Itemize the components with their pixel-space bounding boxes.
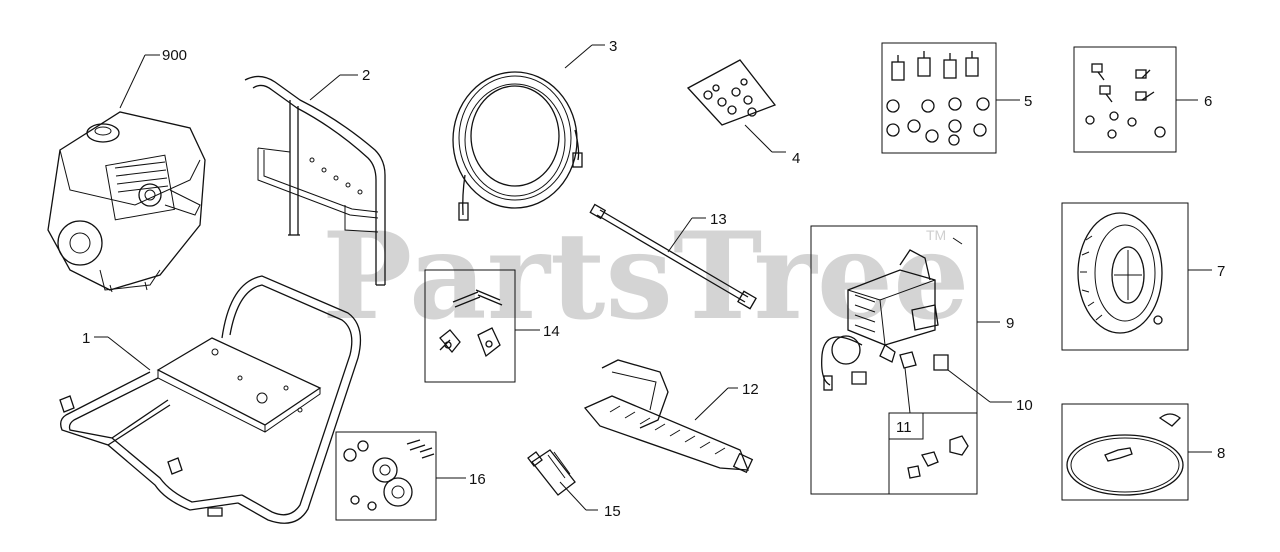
box-14 xyxy=(424,269,516,383)
callout-4: 4 xyxy=(792,150,800,167)
part-knob-kit-14[interactable]: 14 xyxy=(424,269,560,383)
watermark-text: PartsTree xyxy=(322,206,969,347)
box-11-label xyxy=(888,412,924,440)
callout-2: 2 xyxy=(362,67,370,84)
part-hardware-bag-4[interactable]: 4 xyxy=(686,59,800,167)
box-11 xyxy=(888,412,978,495)
watermark: PartsTree TM xyxy=(322,206,969,347)
callout-5: 5 xyxy=(1024,93,1032,110)
part-handle-2[interactable]: 2 xyxy=(244,67,386,286)
part-axle-kit-16[interactable]: 16 xyxy=(335,431,486,521)
callout-12: 12 xyxy=(742,381,759,398)
callout-16: 16 xyxy=(469,471,486,488)
part-spray-gun-12[interactable]: 12 xyxy=(583,359,759,474)
part-engine-900[interactable]: 900 xyxy=(47,47,206,293)
part-nozzle-15[interactable]: 15 xyxy=(527,449,621,520)
callout-8: 8 xyxy=(1217,445,1225,462)
part-oring-kit-8[interactable]: 8 xyxy=(1061,403,1225,501)
box-5 xyxy=(881,42,997,154)
callout-3: 3 xyxy=(609,38,617,55)
part-wheel-7[interactable]: 7 xyxy=(1061,202,1225,351)
part-isolator-kit-5[interactable]: 5 xyxy=(881,42,1032,154)
part-pump-9[interactable]: 9 10 11 xyxy=(810,225,1033,495)
part-hose-3[interactable]: 3 xyxy=(452,38,617,221)
part-base-frame-1[interactable]: 1 xyxy=(59,275,362,524)
box-7 xyxy=(1061,202,1189,351)
callout-1: 1 xyxy=(82,330,90,347)
watermark-tm: TM xyxy=(926,227,946,243)
box-6 xyxy=(1073,46,1177,153)
callout-13: 13 xyxy=(710,211,727,228)
callout-7: 7 xyxy=(1217,263,1225,280)
box-16 xyxy=(335,431,437,521)
part-bolt-kit-6[interactable]: 6 xyxy=(1073,46,1212,153)
callout-15: 15 xyxy=(604,503,621,520)
box-8 xyxy=(1061,403,1189,501)
callout-10: 10 xyxy=(1016,397,1033,414)
callout-6: 6 xyxy=(1204,93,1212,110)
callout-11: 11 xyxy=(896,419,912,436)
callout-900: 900 xyxy=(162,47,187,64)
callout-14: 14 xyxy=(543,323,560,340)
callout-9: 9 xyxy=(1006,315,1014,332)
part-wand-13[interactable]: 13 xyxy=(589,203,757,310)
